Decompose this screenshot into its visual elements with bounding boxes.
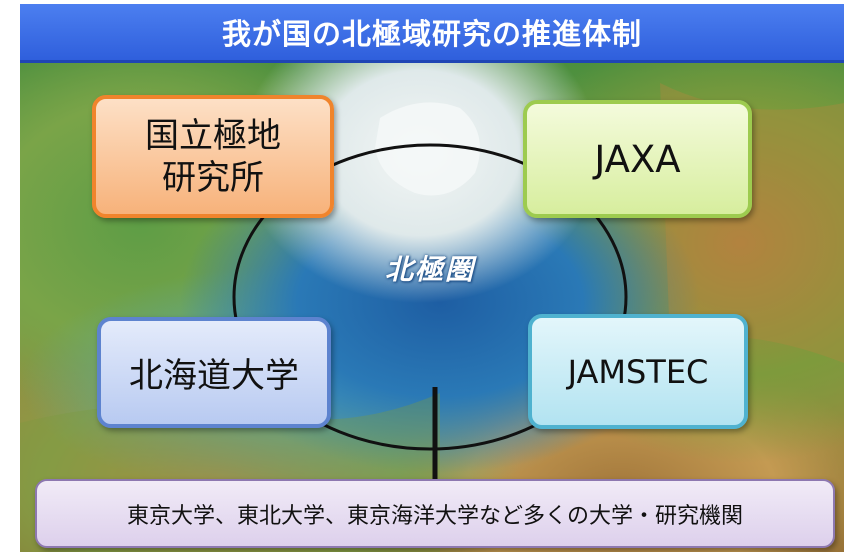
node-nipr: 国立極地 研究所: [92, 95, 334, 218]
node-hokkaido-university: 北海道大学: [97, 317, 331, 428]
node-universities: 東京大学、東北大学、東京海洋大学など多くの大学・研究機関: [35, 479, 835, 548]
page-title: 我が国の北極域研究の推進体制: [20, 4, 844, 63]
arctic-circle-label: 北極圏: [384, 253, 475, 286]
node-jaxa: JAXA: [523, 100, 752, 218]
greenland-shape: [375, 102, 480, 196]
node-jamstec: JAMSTEC: [528, 314, 748, 429]
arctic-circle-ring: [232, 143, 628, 451]
